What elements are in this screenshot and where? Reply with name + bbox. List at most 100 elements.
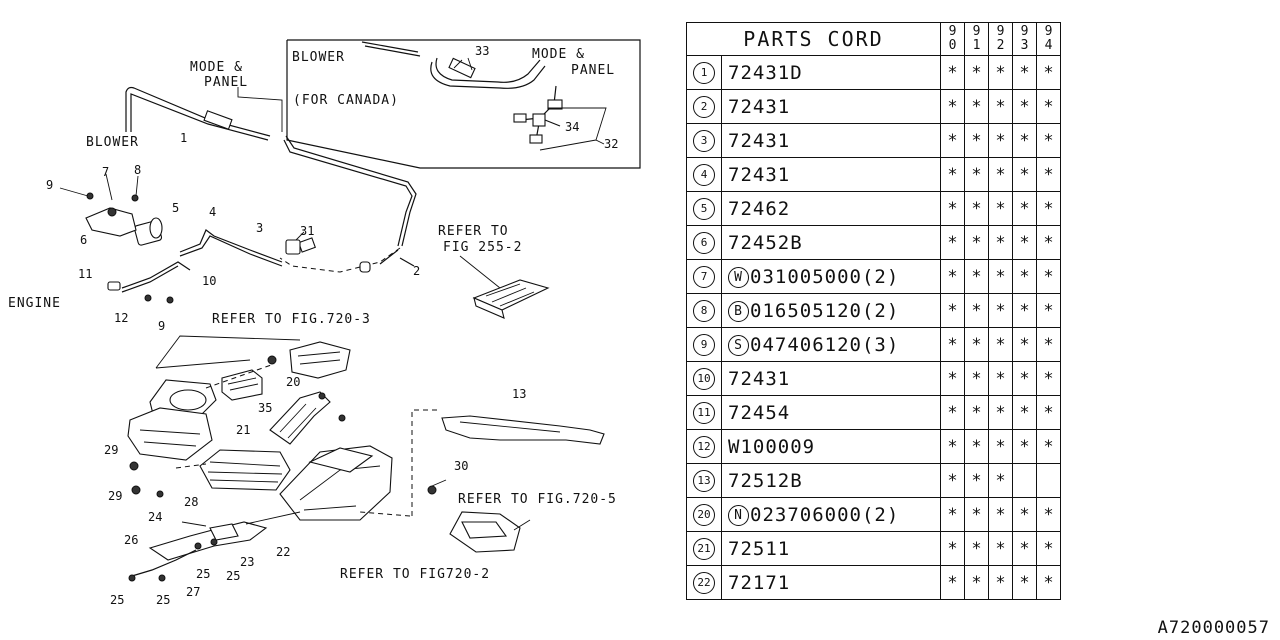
ref-number: 22 — [693, 572, 715, 594]
part-prefix-badge: S — [728, 334, 749, 356]
year-applicability-cell: * — [1012, 89, 1037, 124]
year-applicability-cell: * — [964, 191, 989, 226]
callout-34: 34 — [565, 120, 579, 134]
row-index-cell: 5 — [686, 191, 722, 226]
ref-number: 5 — [693, 198, 715, 220]
inset-canada-label: (FOR CANADA) — [293, 93, 399, 108]
panel-label: PANEL — [204, 75, 248, 90]
row-index-cell: 1 — [686, 55, 722, 90]
row-index-cell: 11 — [686, 395, 722, 430]
row-index-cell: 20 — [686, 497, 722, 532]
year-applicability-cell: * — [964, 497, 989, 532]
row-index-cell: 13 — [686, 463, 722, 498]
document-number: A720000057 — [1157, 618, 1270, 638]
callout-24: 24 — [148, 510, 162, 524]
ref-number: 20 — [693, 504, 715, 526]
callout-25a: 25 — [196, 567, 210, 581]
callout-8: 8 — [134, 163, 141, 177]
part-prefix-badge: W — [728, 266, 749, 288]
mode-label: MODE & — [190, 60, 243, 75]
row-index-cell: 2 — [686, 89, 722, 124]
row-index-cell: 22 — [686, 565, 722, 600]
part-code-cell: 72512B — [721, 463, 941, 498]
year-applicability-cell: * — [1012, 123, 1037, 158]
part-prefix-badge: N — [728, 504, 749, 526]
year-applicability-cell: * — [940, 89, 965, 124]
year-applicability-cell: * — [1012, 293, 1037, 328]
year-applicability-cell: * — [1012, 191, 1037, 226]
year-applicability-cell: * — [1012, 429, 1037, 464]
ref-number: 8 — [693, 300, 715, 322]
part-code-cell: W100009 — [721, 429, 941, 464]
callout-32: 32 — [604, 137, 618, 151]
callout-6: 6 — [80, 233, 87, 247]
year-applicability-cell: * — [988, 531, 1013, 566]
heater-ducts — [127, 335, 605, 553]
refer-255-label-2: FIG 255-2 — [443, 240, 522, 255]
year-applicability-cell: * — [988, 157, 1013, 192]
ref-number: 4 — [693, 164, 715, 186]
inset-mode-label: MODE & — [532, 47, 585, 62]
year-applicability-cell: * — [940, 191, 965, 226]
year-applicability-cell: * — [1012, 259, 1037, 294]
year-applicability-cell: * — [964, 293, 989, 328]
year-applicability-cell: * — [1036, 225, 1061, 260]
row-index-cell: 3 — [686, 123, 722, 158]
year-applicability-cell: * — [1036, 531, 1061, 566]
part-code: 72431D — [728, 61, 803, 84]
refer-7203-label: REFER TO FIG.720-3 — [212, 312, 371, 327]
callout-2: 2 — [413, 264, 420, 278]
year-applicability-cell: * — [940, 327, 965, 362]
callout-29b: 29 — [108, 489, 122, 503]
part-code: 72511 — [728, 537, 791, 560]
part-code: 72454 — [728, 401, 791, 424]
year-applicability-cell: * — [988, 463, 1013, 498]
year-applicability-cell: * — [988, 429, 1013, 464]
engine-label: ENGINE — [8, 296, 61, 311]
part-code-cell: 72431 — [721, 123, 941, 158]
year-applicability-cell: * — [1012, 361, 1037, 396]
part-code: 023706000(2) — [750, 503, 900, 526]
part-code-cell: 72431 — [721, 361, 941, 396]
part-code: 72431 — [728, 129, 791, 152]
year-applicability-cell: * — [1012, 531, 1037, 566]
year-applicability-cell: * — [988, 361, 1013, 396]
callout-9a: 9 — [46, 178, 53, 192]
callout-20: 20 — [286, 375, 300, 389]
vacuum-hoses — [107, 86, 417, 293]
callout-25c: 25 — [110, 593, 124, 607]
part-code: 72512B — [728, 469, 803, 492]
year-applicability-cell: * — [988, 293, 1013, 328]
callout-9b: 9 — [158, 319, 165, 333]
year-applicability-cell: * — [1036, 293, 1061, 328]
year-applicability-cell: * — [964, 429, 989, 464]
year-applicability-cell: * — [964, 327, 989, 362]
callout-12: 12 — [114, 311, 128, 325]
year-applicability-cell: * — [964, 531, 989, 566]
year-applicability-cell: * — [1012, 55, 1037, 90]
callout-13: 13 — [512, 387, 526, 401]
year-applicability-cell: * — [1036, 361, 1061, 396]
parts-code-header: PARTS CORD — [686, 22, 941, 56]
year-applicability-cell: * — [940, 531, 965, 566]
year-applicability-cell: * — [1012, 225, 1037, 260]
year-applicability-cell: * — [940, 225, 965, 260]
year-applicability-cell: * — [1036, 429, 1061, 464]
year-applicability-cell: * — [940, 157, 965, 192]
year-applicability-cell: * — [940, 497, 965, 532]
year-applicability-cell: * — [1036, 327, 1061, 362]
row-index-cell: 10 — [686, 361, 722, 396]
